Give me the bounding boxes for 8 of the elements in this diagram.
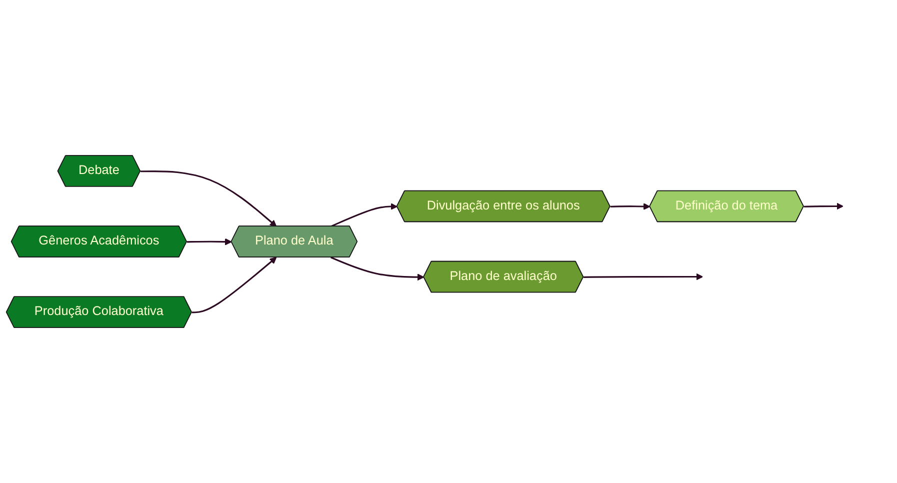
arrow (330, 203, 398, 228)
arrow (186, 238, 232, 246)
arrow (140, 170, 277, 227)
arrow (192, 257, 277, 314)
arrow (584, 273, 704, 280)
arrow (610, 203, 650, 210)
arrow (804, 202, 844, 210)
arrow (330, 256, 424, 281)
